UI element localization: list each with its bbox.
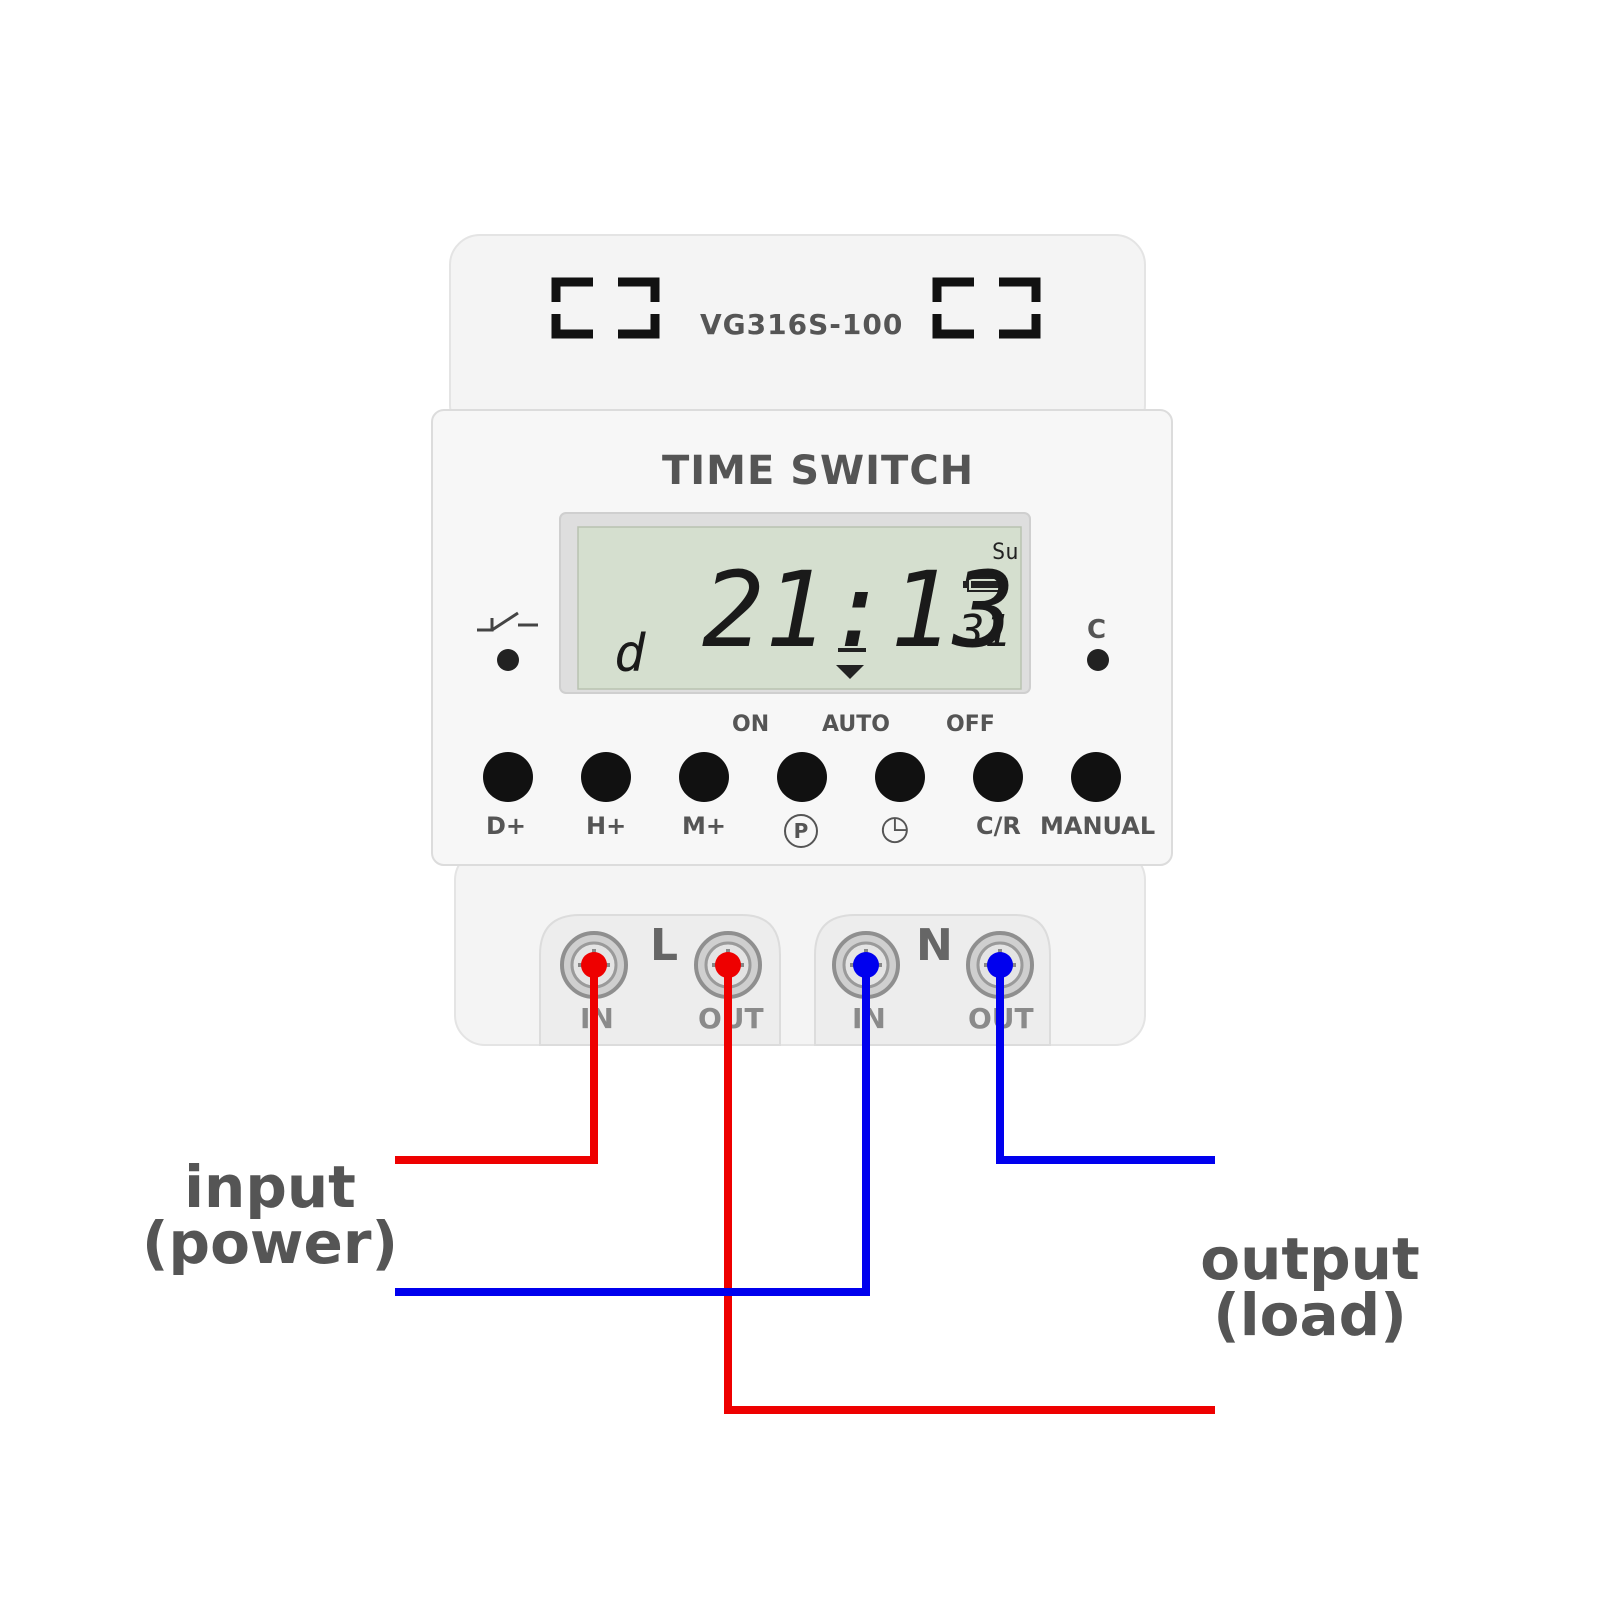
connection-dot-l-in [581, 952, 607, 978]
label-h-plus: H+ [586, 812, 627, 840]
mode-label-off: OFF [946, 712, 995, 737]
left-bracket-mark [551, 277, 660, 339]
relay-contact-icon [477, 611, 538, 632]
lcd-arrow-indicator [836, 665, 864, 679]
program-button[interactable] [777, 752, 827, 802]
output-label-line2: (load) [1213, 1281, 1407, 1349]
label-clock-icon: ◷ [880, 808, 910, 848]
lcd-program-indicator: d [614, 624, 646, 684]
wire-live-output [724, 965, 1215, 1414]
wire-neutral-output [996, 965, 1215, 1164]
relay-led [497, 649, 519, 671]
model-number: VG316S-100 [700, 308, 904, 341]
terminal-group-n: N [916, 920, 953, 971]
input-label-line1: input [184, 1153, 356, 1221]
mode-label-on: ON [732, 712, 770, 737]
mode-label-auto: AUTO [822, 712, 890, 737]
label-program-icon: P [784, 814, 818, 848]
terminal-group-l: L [650, 920, 679, 971]
lcd-seconds: 31 [958, 606, 1011, 657]
button-row [483, 752, 1121, 802]
connection-dot-l-out [715, 952, 741, 978]
cancel-recall-button[interactable] [973, 752, 1023, 802]
input-label-line2: (power) [142, 1209, 398, 1277]
m-plus-button[interactable] [679, 752, 729, 802]
output-label-line1: output [1200, 1225, 1420, 1293]
label-manual: MANUAL [1040, 812, 1156, 840]
lcd-time: 21:13 [702, 549, 1016, 671]
battery-icon [963, 577, 1003, 592]
relay-label: C [1087, 615, 1107, 645]
h-plus-button[interactable] [581, 752, 631, 802]
lcd-screen [577, 526, 1022, 690]
lcd-underscore [838, 648, 866, 652]
device-title: TIME SWITCH [662, 448, 975, 494]
wire-live-input [395, 965, 598, 1164]
d-plus-button[interactable] [483, 752, 533, 802]
label-d-plus: D+ [486, 812, 527, 840]
label-cancel-recall: C/R [976, 812, 1021, 840]
c-led [1087, 649, 1109, 671]
clock-button[interactable] [875, 752, 925, 802]
right-bracket-mark [932, 277, 1041, 339]
connection-dot-n-out [987, 952, 1013, 978]
connection-dot-n-in [853, 952, 879, 978]
lcd-day: Su [992, 540, 1019, 565]
wire-neutral-input [395, 965, 870, 1296]
manual-button[interactable] [1071, 752, 1121, 802]
label-m-plus: M+ [682, 812, 726, 840]
